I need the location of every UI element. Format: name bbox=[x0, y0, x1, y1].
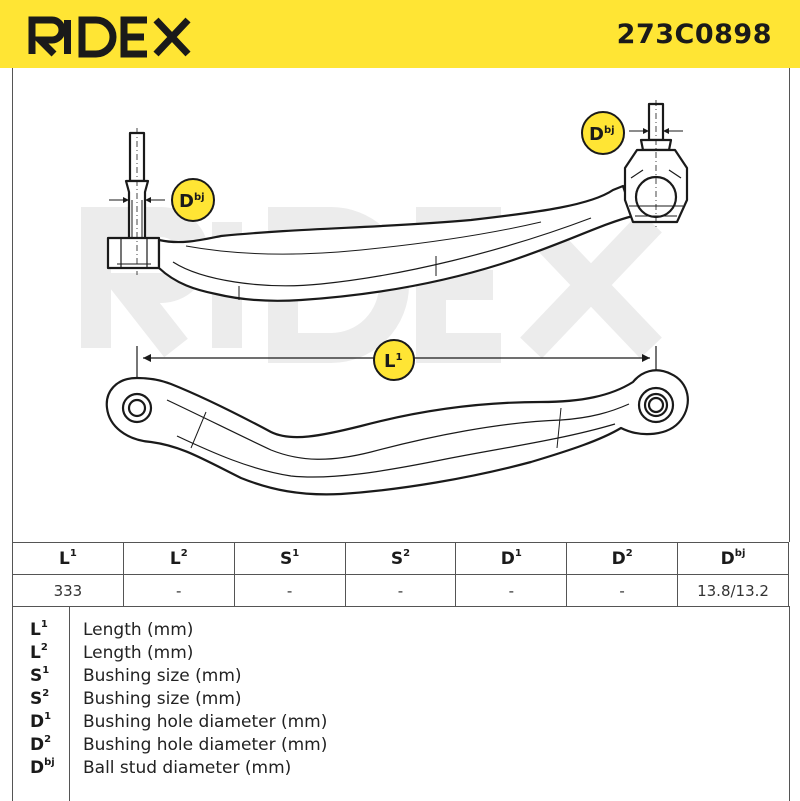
svg-text:Dbj: Dbj bbox=[179, 191, 205, 212]
legend-description: Length (mm) bbox=[83, 620, 194, 640]
spec-header-dbj: Dbj bbox=[677, 542, 789, 575]
spec-header-s1: S1 bbox=[233, 542, 346, 575]
ridex-logo bbox=[28, 16, 191, 58]
spec-table: L1 L2 S1 S2 D1 D2 Dbj 333 - - - - - 13.8… bbox=[12, 542, 789, 607]
spec-header-d2: D2 bbox=[566, 542, 679, 575]
spec-value-s1: - bbox=[233, 574, 346, 607]
spec-header-s2: S2 bbox=[344, 542, 457, 575]
legend-description: Bushing size (mm) bbox=[83, 689, 242, 709]
l1-callout: L1 bbox=[373, 339, 415, 381]
legend-description: Bushing size (mm) bbox=[83, 666, 242, 686]
legend-description: Ball stud diameter (mm) bbox=[83, 758, 292, 778]
legend-row-d1: D1 Bushing hole diameter (mm) bbox=[13, 711, 789, 734]
dbj-callout-left: Dbj bbox=[171, 178, 215, 222]
legend-symbol: S1 bbox=[30, 665, 50, 686]
arm-top-view bbox=[105, 369, 689, 496]
svg-text:L1: L1 bbox=[384, 351, 402, 372]
legend-row-s1: S1 Bushing size (mm) bbox=[13, 665, 789, 688]
technical-drawing: Dbj Dbj L1 bbox=[12, 68, 790, 542]
legend-row-d2: D2 Bushing hole diameter (mm) bbox=[13, 734, 789, 757]
legend-symbol: L2 bbox=[30, 642, 48, 663]
spec-value-d2: - bbox=[566, 574, 679, 607]
spec-value-l2: - bbox=[122, 574, 235, 607]
legend-symbol: S2 bbox=[30, 688, 50, 709]
legend-row-s2: S2 Bushing size (mm) bbox=[13, 688, 789, 711]
header-bar: 273C0898 bbox=[0, 0, 800, 68]
legend-symbol: L1 bbox=[30, 619, 48, 640]
spec-header-l2: L2 bbox=[122, 542, 235, 575]
spec-value-dbj: 13.8/13.2 bbox=[677, 574, 789, 607]
part-number: 273C0898 bbox=[616, 19, 772, 50]
legend: L1 Length (mm) L2 Length (mm) S1 Bushing… bbox=[12, 606, 790, 801]
spec-value-l1: 333 bbox=[12, 574, 124, 607]
dbj-callout-right: Dbj bbox=[581, 111, 625, 155]
spec-header-l1: L1 bbox=[12, 542, 124, 575]
arm-side-view bbox=[106, 100, 689, 302]
spec-value-d1: - bbox=[455, 574, 568, 607]
legend-row-dbj: Dbj Ball stud diameter (mm) bbox=[13, 757, 789, 780]
legend-description: Length (mm) bbox=[83, 643, 194, 663]
spec-header-d1: D1 bbox=[455, 542, 568, 575]
spec-table-value-row: 333 - - - - - 13.8/13.2 bbox=[12, 574, 789, 607]
svg-text:Dbj: Dbj bbox=[589, 124, 615, 145]
spec-table-header-row: L1 L2 S1 S2 D1 D2 Dbj bbox=[12, 542, 789, 575]
legend-divider bbox=[69, 607, 70, 801]
legend-row-l1: L1 Length (mm) bbox=[13, 619, 789, 642]
spec-value-s2: - bbox=[344, 574, 457, 607]
legend-symbol: Dbj bbox=[30, 757, 55, 778]
legend-symbol: D1 bbox=[30, 711, 52, 732]
legend-description: Bushing hole diameter (mm) bbox=[83, 735, 328, 755]
legend-description: Bushing hole diameter (mm) bbox=[83, 712, 328, 732]
legend-symbol: D2 bbox=[30, 734, 52, 755]
legend-row-l2: L2 Length (mm) bbox=[13, 642, 789, 665]
